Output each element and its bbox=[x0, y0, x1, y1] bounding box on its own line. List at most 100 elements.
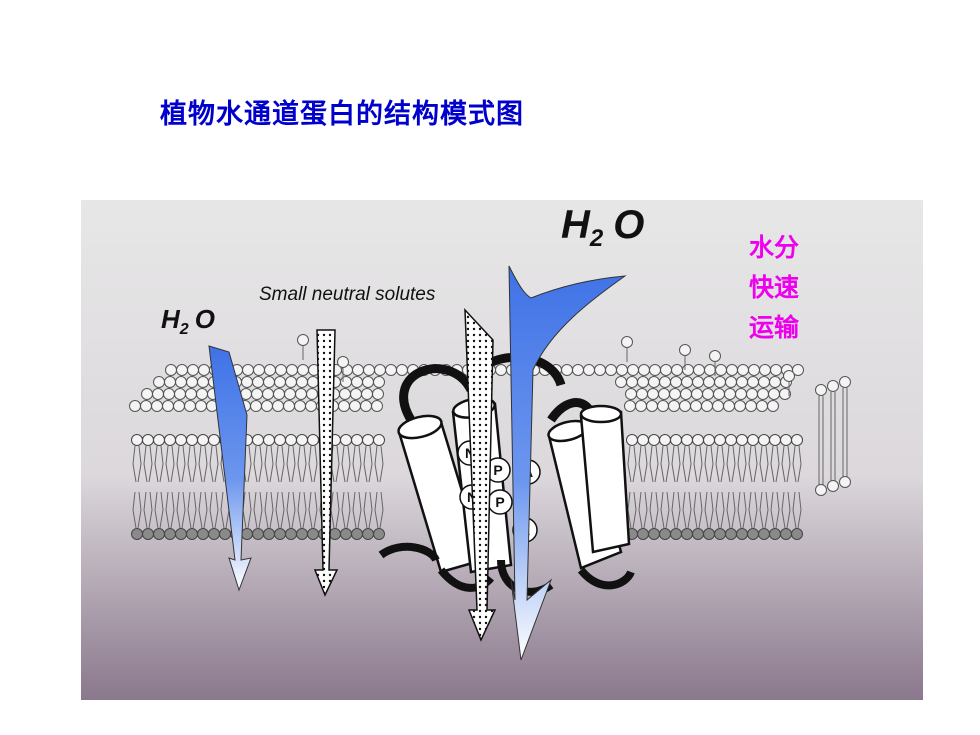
lipid-tail bbox=[792, 445, 802, 483]
lipid-tail bbox=[264, 491, 274, 529]
lipid-head bbox=[658, 388, 670, 400]
lipid-head bbox=[714, 434, 726, 446]
lipid-head bbox=[153, 434, 165, 446]
lipid-head bbox=[142, 528, 154, 540]
lipid-tail bbox=[781, 445, 791, 483]
lipid-tail bbox=[638, 445, 648, 483]
lipid-tail bbox=[660, 491, 670, 529]
npa-residue-letter: P bbox=[495, 494, 504, 510]
lipid-tail bbox=[209, 491, 219, 529]
lipid-head bbox=[297, 334, 309, 346]
helix-cylinder bbox=[579, 404, 631, 554]
lipid-head bbox=[351, 434, 363, 446]
lipid-head bbox=[791, 528, 803, 540]
lipid-head bbox=[296, 434, 308, 446]
annotation-water-transport: 水分 快速 运输 bbox=[749, 233, 800, 342]
lipid-head bbox=[350, 388, 362, 400]
lipid-head bbox=[561, 364, 573, 376]
lipid-head bbox=[349, 400, 361, 412]
lipid-head bbox=[142, 434, 154, 446]
lipid-head bbox=[283, 400, 295, 412]
lipid-tail bbox=[638, 491, 648, 529]
lipid-head bbox=[175, 528, 187, 540]
lipid-tail bbox=[842, 388, 848, 478]
lipid-head bbox=[735, 388, 747, 400]
lipid-tail bbox=[792, 491, 802, 529]
npa-residue-letter: P bbox=[493, 462, 502, 478]
lipid-head bbox=[605, 364, 617, 376]
lipid-head bbox=[783, 370, 795, 382]
lipid-head bbox=[621, 336, 633, 348]
lipid-head bbox=[691, 388, 703, 400]
lipid-tail bbox=[715, 491, 725, 529]
lipid-tail bbox=[187, 491, 197, 529]
lipid-head bbox=[374, 364, 386, 376]
lipid-head bbox=[296, 528, 308, 540]
lipid-head bbox=[715, 364, 727, 376]
lipid-head bbox=[362, 376, 374, 388]
lipid-head bbox=[340, 376, 352, 388]
lipid-head bbox=[769, 434, 781, 446]
lipid-head bbox=[839, 376, 851, 388]
lipid-head bbox=[637, 434, 649, 446]
lipid-head bbox=[714, 376, 726, 388]
lipid-head bbox=[197, 376, 209, 388]
lipid-tail bbox=[693, 491, 703, 529]
lipid-head bbox=[261, 400, 273, 412]
lipid-head bbox=[151, 400, 163, 412]
lipid-head bbox=[769, 528, 781, 540]
lipid-head bbox=[747, 528, 759, 540]
lipid-head bbox=[219, 528, 231, 540]
lipid-tail bbox=[363, 491, 373, 529]
lipid-head bbox=[770, 364, 782, 376]
lipid-head bbox=[263, 376, 275, 388]
lipid-head bbox=[616, 364, 628, 376]
aquaporin-diagram: NPANPA H2O H2O Small neutral solutes 水分 … bbox=[81, 200, 923, 700]
lipid-tail bbox=[374, 491, 384, 529]
lipid-head bbox=[274, 434, 286, 446]
lipid-head bbox=[252, 434, 264, 446]
lipid-head bbox=[703, 528, 715, 540]
lipid-head bbox=[748, 364, 760, 376]
lipid-tail bbox=[363, 445, 373, 483]
lipid-head bbox=[153, 376, 165, 388]
lipid-head bbox=[263, 528, 275, 540]
lipid-head bbox=[670, 376, 682, 388]
lipid-head bbox=[701, 400, 713, 412]
lipid-head bbox=[703, 376, 715, 388]
lipid-head bbox=[572, 364, 584, 376]
water-arrow-left bbox=[208, 345, 252, 592]
lipid-head bbox=[152, 388, 164, 400]
lipid-head bbox=[131, 528, 143, 540]
lipid-head bbox=[163, 388, 175, 400]
lipid-head bbox=[186, 528, 198, 540]
lipid-head bbox=[329, 528, 341, 540]
lipid-head bbox=[175, 434, 187, 446]
lipid-tail bbox=[286, 445, 296, 483]
lipid-head bbox=[615, 376, 627, 388]
lipid-head bbox=[396, 364, 408, 376]
lipid-head bbox=[242, 364, 254, 376]
lipid-head bbox=[198, 364, 210, 376]
lipid-head bbox=[165, 364, 177, 376]
lipid-head bbox=[756, 400, 768, 412]
annotation-line: 快速 bbox=[749, 273, 799, 302]
lipid-head bbox=[679, 344, 691, 356]
lipid-tail bbox=[374, 445, 384, 483]
lipid-head bbox=[306, 388, 318, 400]
lipid-head bbox=[141, 388, 153, 400]
lipid-head bbox=[176, 364, 188, 376]
lipid-head bbox=[208, 528, 220, 540]
lipid-tail bbox=[682, 491, 692, 529]
lipid-tail bbox=[308, 491, 318, 529]
lipid-head bbox=[681, 528, 693, 540]
lipid-head bbox=[295, 388, 307, 400]
lipid-head bbox=[660, 364, 672, 376]
lipid-head bbox=[637, 528, 649, 540]
lipid-head bbox=[129, 400, 141, 412]
lipid-head bbox=[839, 476, 851, 488]
lipid-head bbox=[164, 376, 176, 388]
lipid-tail bbox=[165, 491, 175, 529]
lipid-head bbox=[792, 364, 804, 376]
